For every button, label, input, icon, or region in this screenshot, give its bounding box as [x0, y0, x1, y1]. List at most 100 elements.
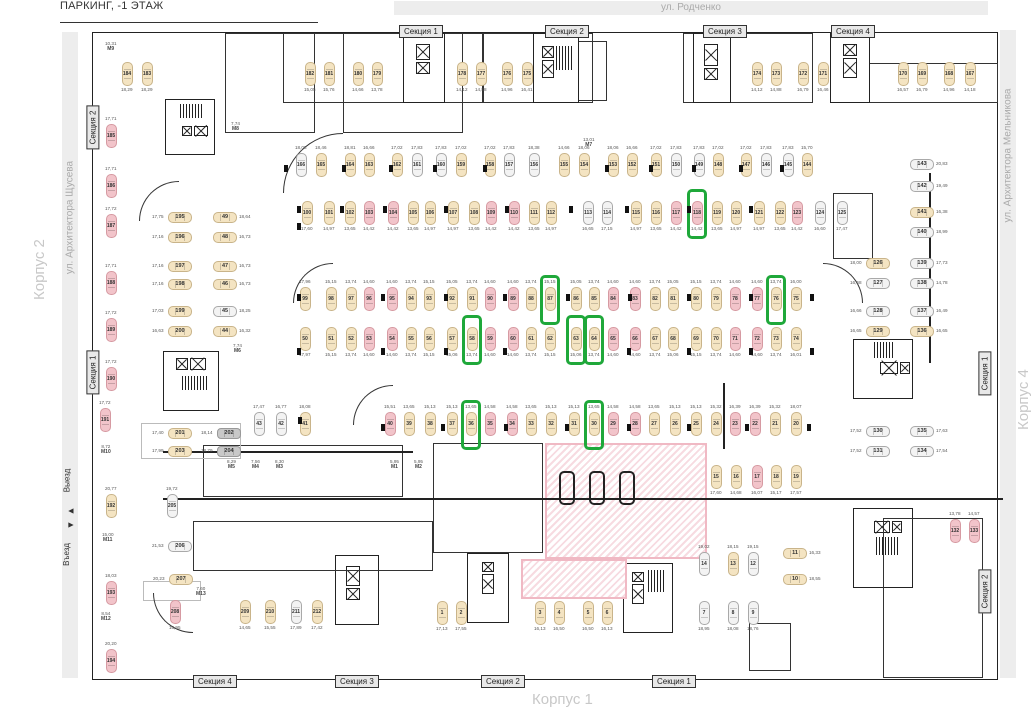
parking-spot[interactable]: 94	[405, 287, 417, 311]
parking-spot[interactable]: 96	[363, 287, 375, 311]
parking-spot[interactable]: 60	[507, 327, 519, 351]
parking-spot[interactable]: 176	[501, 62, 513, 86]
parking-spot[interactable]: 204	[217, 445, 241, 457]
parking-spot[interactable]: 17	[751, 465, 763, 489]
parking-spot[interactable]: 91	[466, 287, 478, 311]
parking-spot[interactable]: 202	[217, 427, 241, 439]
parking-spot[interactable]: 52	[345, 327, 357, 351]
parking-spot[interactable]: 89	[507, 287, 519, 311]
parking-spot[interactable]: 51	[325, 327, 337, 351]
parking-spot[interactable]: 108	[468, 201, 480, 225]
parking-spot[interactable]: 32	[545, 412, 557, 436]
parking-spot[interactable]: 127	[866, 277, 890, 289]
parking-spot[interactable]: 98	[325, 287, 337, 311]
parking-spot[interactable]: 109	[485, 201, 497, 225]
parking-spot[interactable]: 19	[790, 465, 802, 489]
parking-spot[interactable]: 123	[791, 201, 803, 225]
parking-spot[interactable]: 137	[910, 305, 934, 317]
parking-spot[interactable]: 80	[690, 287, 702, 311]
parking-spot[interactable]: 7	[698, 601, 710, 625]
parking-spot[interactable]: 119	[711, 201, 723, 225]
parking-spot[interactable]: 15	[710, 465, 722, 489]
parking-spot[interactable]: 199	[168, 305, 192, 317]
parking-spot[interactable]: 162	[391, 153, 403, 177]
parking-spot[interactable]: 24	[710, 412, 722, 436]
parking-spot[interactable]: 144	[801, 153, 813, 177]
parking-spot[interactable]: 184	[121, 62, 133, 86]
parking-spot[interactable]: 22	[749, 412, 761, 436]
parking-spot[interactable]: 42	[275, 412, 287, 436]
parking-spot[interactable]: 198	[168, 278, 192, 290]
parking-spot[interactable]: 112	[545, 201, 557, 225]
parking-spot[interactable]: 134	[910, 445, 934, 457]
parking-spot[interactable]: 182	[304, 62, 316, 86]
parking-spot[interactable]: 72	[751, 327, 763, 351]
parking-spot[interactable]: 27	[648, 412, 660, 436]
parking-spot[interactable]: 102	[344, 201, 356, 225]
parking-spot[interactable]: 71	[729, 327, 741, 351]
parking-spot[interactable]: 139	[910, 257, 934, 269]
parking-spot[interactable]: 30	[588, 412, 600, 436]
parking-spot[interactable]: 200	[168, 325, 192, 337]
parking-spot[interactable]: 58	[466, 327, 478, 351]
parking-spot[interactable]: 53	[363, 327, 375, 351]
parking-spot[interactable]: 195	[168, 211, 192, 223]
parking-spot[interactable]: 95	[386, 287, 398, 311]
parking-spot[interactable]: 180	[352, 62, 364, 86]
parking-spot[interactable]: 121	[753, 201, 765, 225]
parking-spot[interactable]: 117	[670, 201, 682, 225]
parking-spot[interactable]: 35	[484, 412, 496, 436]
parking-spot[interactable]: 174	[751, 62, 763, 86]
parking-spot[interactable]: 26	[669, 412, 681, 436]
parking-spot[interactable]: 207	[169, 573, 193, 585]
parking-spot[interactable]: 93	[423, 287, 435, 311]
parking-spot[interactable]: 170	[897, 62, 909, 86]
parking-spot[interactable]: 131	[866, 445, 890, 457]
parking-spot[interactable]: 104	[387, 201, 399, 225]
parking-spot[interactable]: 187	[105, 214, 117, 238]
parking-spot[interactable]: 34	[506, 412, 518, 436]
parking-spot[interactable]: 148	[712, 153, 724, 177]
parking-spot[interactable]: 135	[910, 425, 934, 437]
parking-spot[interactable]: 183	[141, 62, 153, 86]
parking-spot[interactable]: 2	[455, 601, 467, 625]
parking-spot[interactable]: 79	[710, 287, 722, 311]
parking-spot[interactable]: 201	[168, 427, 192, 439]
parking-spot[interactable]: 50	[299, 327, 311, 351]
parking-spot[interactable]: 105	[407, 201, 419, 225]
parking-spot[interactable]: 4	[553, 601, 565, 625]
parking-spot[interactable]: 157	[503, 153, 515, 177]
parking-spot[interactable]: 126	[866, 257, 890, 269]
parking-spot[interactable]: 57	[446, 327, 458, 351]
parking-spot[interactable]: 90	[484, 287, 496, 311]
parking-spot[interactable]: 122	[774, 201, 786, 225]
parking-spot[interactable]: 179	[371, 62, 383, 86]
parking-spot[interactable]: 194	[105, 649, 117, 673]
parking-spot[interactable]: 152	[626, 153, 638, 177]
parking-spot[interactable]: 43	[253, 412, 265, 436]
parking-spot[interactable]: 111	[528, 201, 540, 225]
parking-spot[interactable]: 125	[836, 201, 848, 225]
parking-spot[interactable]: 12	[747, 552, 759, 576]
parking-spot[interactable]: 140	[910, 226, 934, 238]
parking-spot[interactable]: 33	[525, 412, 537, 436]
parking-spot[interactable]: 63	[570, 327, 582, 351]
parking-spot[interactable]: 106	[424, 201, 436, 225]
parking-spot[interactable]: 212	[311, 600, 323, 624]
parking-spot[interactable]: 92	[446, 287, 458, 311]
parking-spot[interactable]: 160	[435, 153, 447, 177]
parking-spot[interactable]: 146	[760, 153, 772, 177]
parking-spot[interactable]: 103	[363, 201, 375, 225]
parking-spot[interactable]: 61	[525, 327, 537, 351]
parking-spot[interactable]: 188	[105, 271, 117, 295]
parking-spot[interactable]: 191	[99, 408, 111, 432]
parking-spot[interactable]: 138	[910, 277, 934, 289]
